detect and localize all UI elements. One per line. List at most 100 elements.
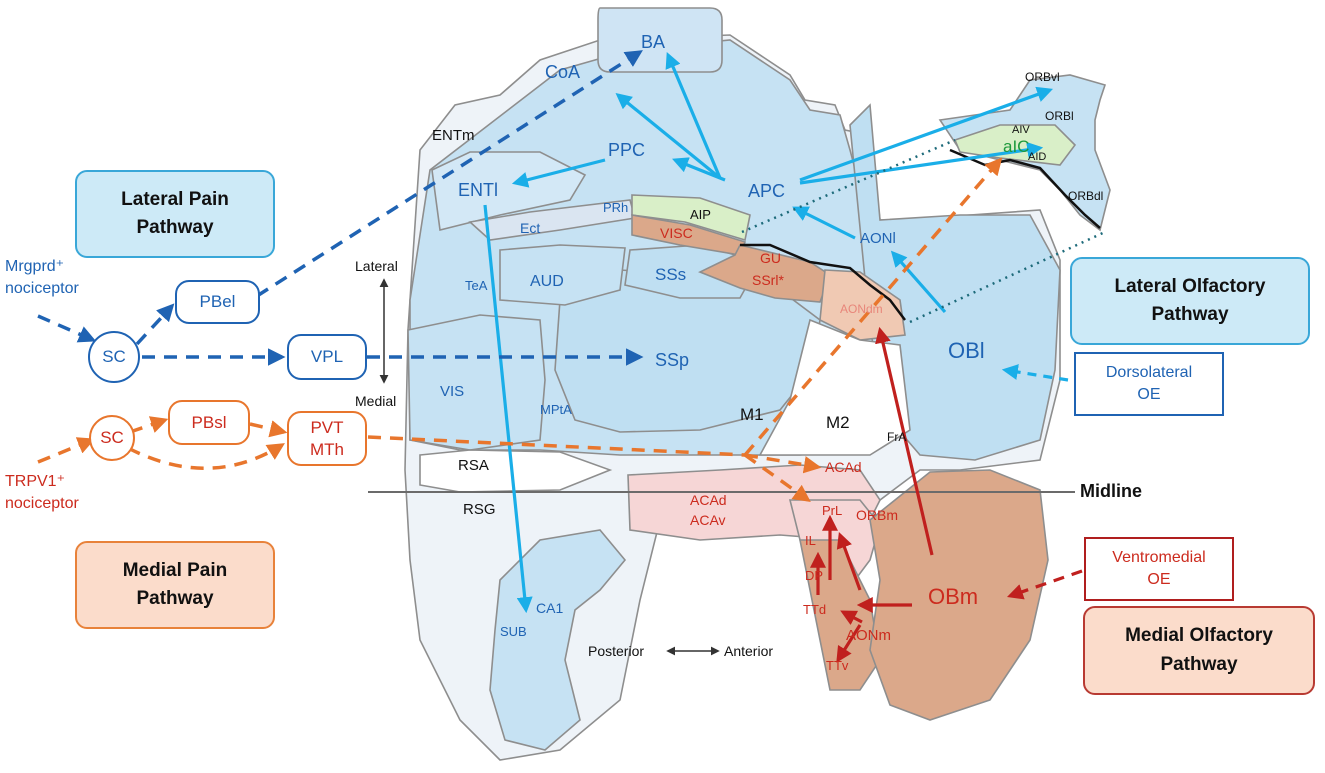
label-visc: VISC [660,225,693,241]
label-medial: Medial [355,393,396,409]
label-aonl: AONl [860,230,896,247]
lateral-pain-pathway-title: Lateral Pain Pathway [75,170,275,258]
apc-to-coa-arrow [665,52,722,179]
label-coa: CoA [545,62,580,82]
sc-to-pvt-arrow [127,443,285,470]
rsa-region [419,449,613,493]
dorsolateral-oe-box: Dorsolateral OE [1074,352,1224,416]
label-orbdl: ORBdl [1068,189,1103,203]
trpv1-nociceptor-label: TRPV1⁺ nociceptor [5,473,79,512]
gu-ssrl-region [698,244,831,303]
m1-m2-region [758,318,911,456]
apc-to-ppc-arrow [672,157,726,182]
label-entm: ENTm [432,127,475,144]
label-dp: DP [805,568,823,583]
pvt-mth-node: PVT MTh [287,411,367,466]
apc-to-orbvl-arrow [799,86,1054,182]
pbel-node: PBel [175,280,260,324]
label-ssrl: SSrl* [752,272,784,288]
sc-lateral-node: SC [88,331,140,383]
label-m2: M2 [826,413,850,432]
label-ba: BA [641,32,665,52]
label-anterior: Anterior [724,643,773,659]
label-ppc: PPC [608,140,645,160]
label-apc: APC [748,181,785,201]
label-m1: M1 [740,405,764,424]
label-acav: ACAv [690,512,726,528]
dotted-obl-to-orbdl [909,230,1106,324]
aonl-to-apc-arrow [792,206,856,240]
label-prl: PrL [822,503,842,518]
label-sub: SUB [500,624,527,639]
label-aondm: AONdm [840,302,883,316]
obm-to-aondm-arrow [875,326,934,556]
label-entl: ENTl [458,180,498,200]
label-aic: aIC [1003,137,1029,156]
label-ttv: TTv [826,658,849,673]
label-obm: OBm [928,584,978,609]
label-vis: VIS [440,383,464,400]
branch-to-prl-arrow [743,453,811,503]
label-il: IL [805,533,816,548]
label-orbl: ORBl [1045,109,1074,123]
label-ect: Ect [520,220,540,236]
label-gu: GU [760,250,781,266]
lateral-olfactory-pathway-title: Lateral Olfactory Pathway [1070,257,1310,345]
ppc-to-entl-arrow [511,158,606,188]
label-orbvl: ORBvl [1025,70,1060,84]
medial-pain-pathway-title: Medial Pain Pathway [75,541,275,629]
lower-insula-boundary [740,243,906,321]
label-rsg: RSG [463,501,496,518]
trpv1-to-sc-arrow [37,437,96,464]
medial-pain-arrows [37,157,1003,503]
pbsl-node: PBsl [168,400,250,445]
label-midline: Midline [1080,481,1142,501]
label-aip: AIP [690,207,711,222]
label-aud: AUD [530,273,564,290]
ventromedial-oe-box: Ventromedial OE [1084,537,1234,601]
dorsolateral-oe-arrow [1001,364,1069,382]
medial-olfactory-pathway-title: Medial Olfactory Pathway [1083,606,1315,695]
vpl-node: VPL [287,334,367,380]
label-aiv: AIV [1012,124,1030,136]
label-lateral: Lateral [355,258,398,274]
sc-to-pbsl-arrow [129,416,169,434]
aud-region [499,244,626,306]
label-obl: OBl [948,338,985,363]
sc-to-pbel-arrow [135,303,175,346]
entl-to-ca1-arrow [483,204,533,614]
aonm-to-ttd-arrow [840,610,863,626]
medial-olfactory-arrows [810,326,1083,663]
mrgprd-nociceptor-label: Mrgprd⁺ nociceptor [5,258,79,297]
label-acad: ACAd [690,492,727,508]
label-posterior: Posterior [588,643,644,659]
pvt-to-branch-line [367,435,746,457]
label-aonm: AONm [846,627,891,644]
mrgprd-to-sc-arrow [37,314,97,343]
label-acad-top: ACAd [825,459,862,475]
pbsl-to-pvt-arrow [249,420,288,438]
aondm-region [819,269,906,341]
label-mpta: MPtA [540,402,572,417]
label-fra: FrA [887,430,906,444]
label-ttd: TTd [803,602,826,617]
ttd-to-orbm-arrow [836,531,862,591]
vis-region [407,314,546,451]
label-ca1: CA1 [536,600,563,616]
aonm-to-ttv-arrow [836,624,862,663]
pbel-to-ba-arrow [256,50,643,298]
region-labels: BA CoA PPC APC ENTm ENTl PRh Ect AIP VIS… [355,32,1142,673]
label-ssp: SSp [655,350,689,370]
label-orbm: ORBm [856,507,898,523]
ventromedial-oe-arrow [1006,569,1083,600]
dotted-connections [741,138,1106,324]
lateral-pain-arrows [37,50,644,366]
apc-to-ba-arrow [615,92,722,180]
branch-to-acad-arrow [744,453,822,474]
obl-to-aonl-arrow [890,250,947,314]
obm-region [869,469,1049,721]
sc-medial-node: SC [89,415,135,461]
label-prh: PRh [603,200,628,215]
apc-to-aic-arrow [799,141,1044,185]
